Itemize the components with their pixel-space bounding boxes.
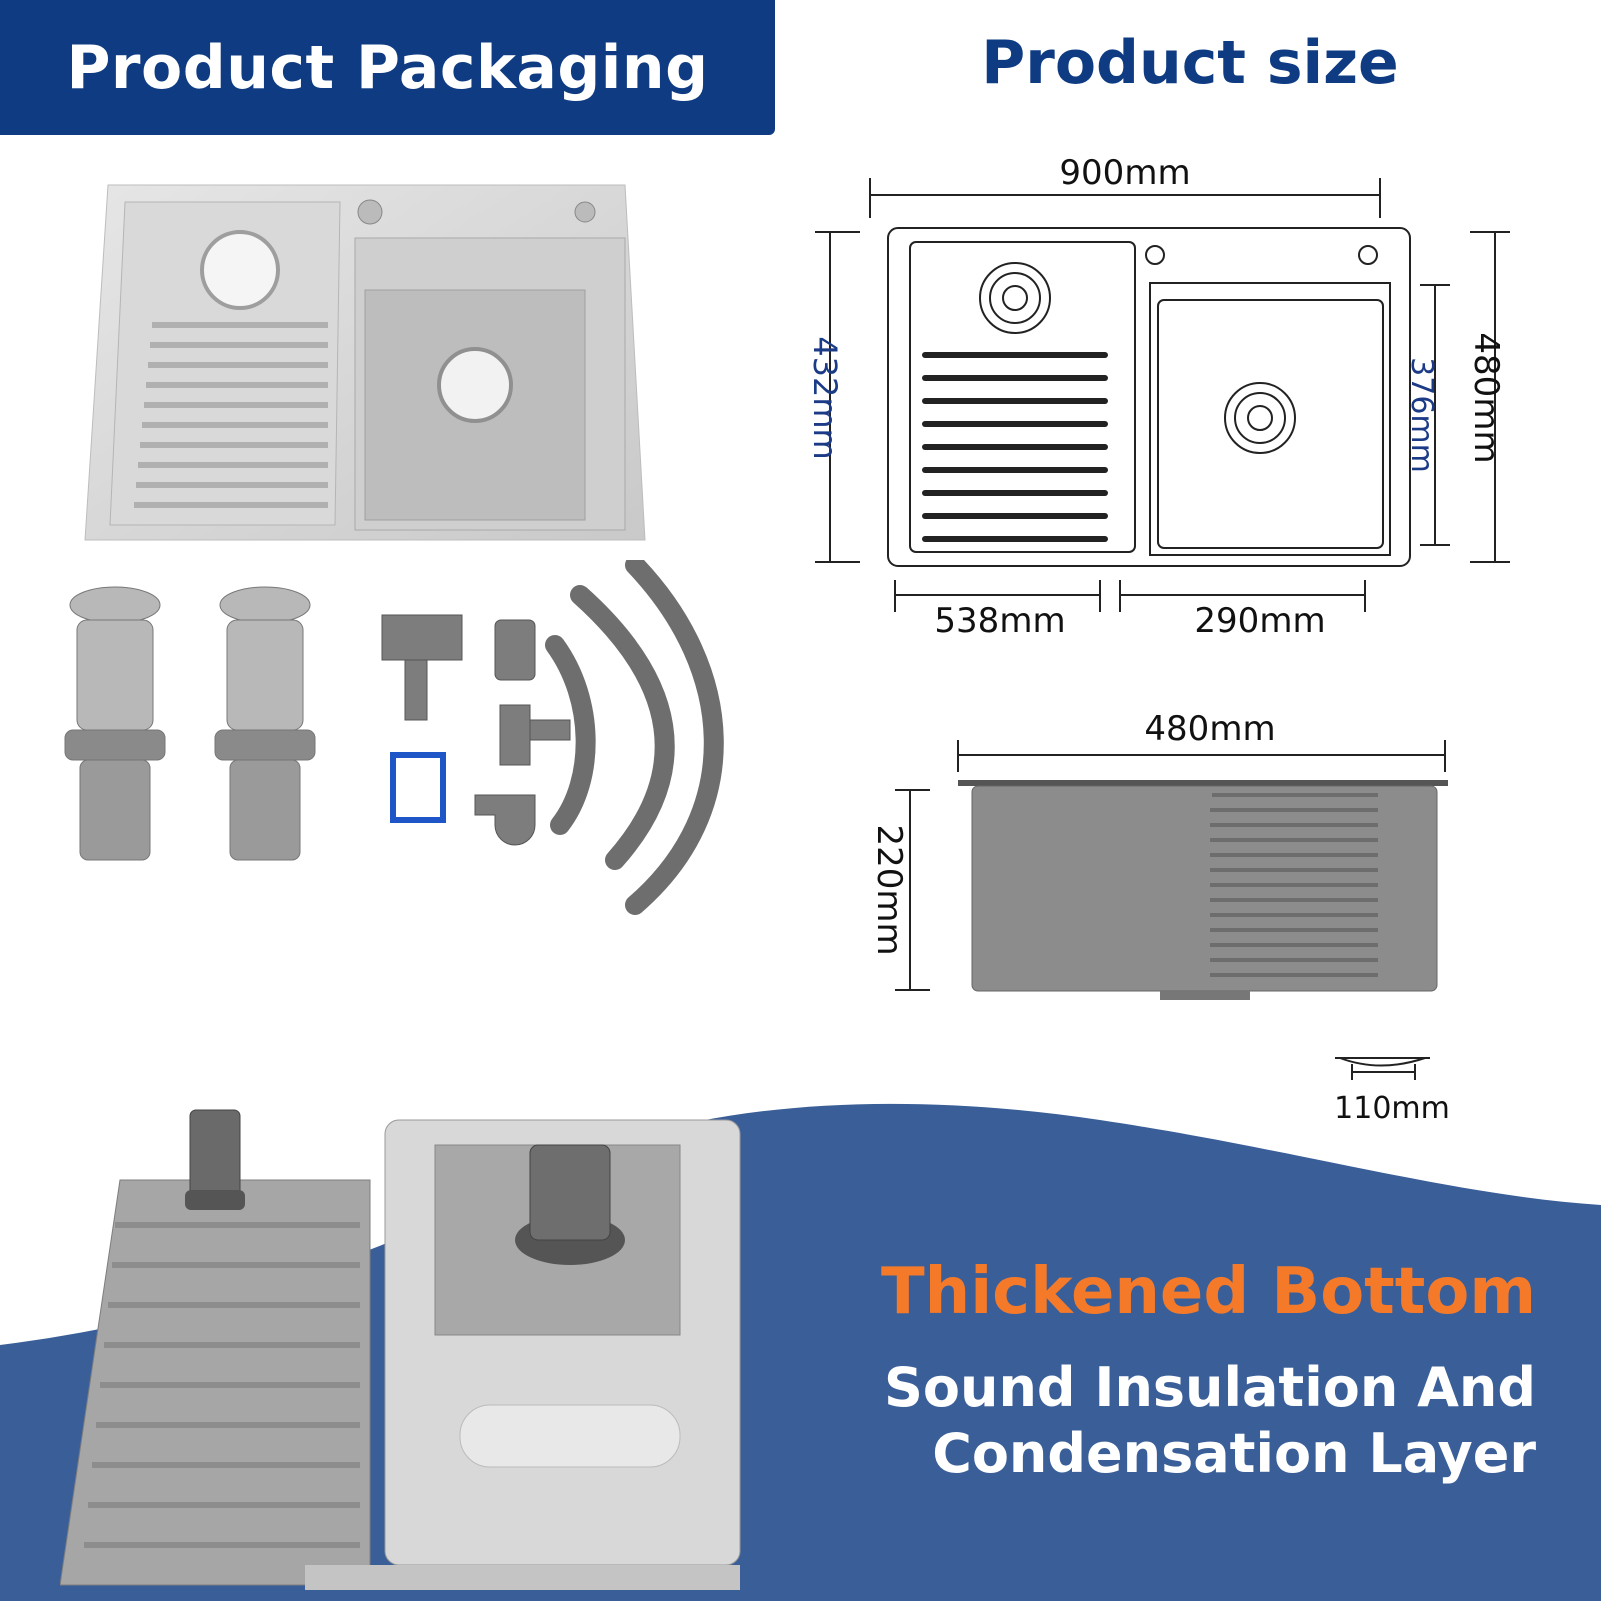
sink-photo	[84, 184, 646, 541]
dim-total-width: 900mm	[1059, 153, 1190, 193]
insulation-subtitle-line1: Sound Insulation And	[884, 1356, 1536, 1419]
sink-underside-photo	[60, 1109, 741, 1590]
thickened-bottom-title: Thickened Bottom	[881, 1255, 1536, 1329]
accessories-photo	[64, 560, 724, 915]
dim-height: 220mm	[869, 824, 909, 955]
side-view-diagram: 480mm 220mm 110mm	[869, 709, 1450, 1126]
dim-bowl-depth: 376mm	[1404, 357, 1439, 473]
dim-drainboard-width: 538mm	[934, 601, 1065, 641]
dim-bowl-width: 290mm	[1194, 601, 1325, 641]
dim-total-depth: 480mm	[1466, 332, 1506, 463]
dim-drainboard-depth: 432mm	[806, 336, 844, 459]
dim-side-width: 480mm	[1144, 709, 1275, 749]
dim-drain-diameter: 110mm	[1334, 1091, 1450, 1126]
insulation-subtitle-line2: Condensation Layer	[932, 1422, 1536, 1485]
size-title: Product size	[981, 28, 1399, 98]
packaging-header-bar	[0, 0, 775, 135]
packaging-title: Product Packaging	[66, 32, 709, 103]
insulation-subtitle: Sound Insulation And Condensation Layer	[884, 1355, 1536, 1487]
top-view-diagram: 900mm 432mm 480mm 376mm 538mm 290mm	[806, 153, 1510, 641]
